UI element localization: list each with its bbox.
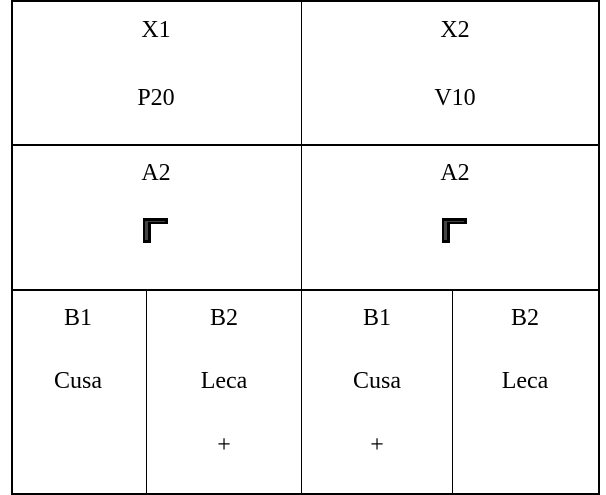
column-divider-right-sub bbox=[452, 289, 453, 495]
cell-header-b1-left: B1 bbox=[63, 305, 93, 331]
row-divider-2 bbox=[11, 289, 600, 291]
cell-value-cusa-right: Cusa bbox=[353, 368, 401, 394]
table-border-left bbox=[11, 0, 13, 495]
cell-header-b2-left: B2 bbox=[209, 305, 239, 331]
cell-value-v10: V10 bbox=[434, 85, 476, 111]
column-divider-left-sub bbox=[146, 289, 147, 495]
cell-plus-right: + bbox=[370, 432, 384, 458]
cell-value-p20: P20 bbox=[137, 85, 175, 111]
column-divider-center bbox=[301, 0, 302, 495]
table-border-top bbox=[11, 0, 600, 2]
cell-header-a2-left: A2 bbox=[141, 160, 171, 186]
cell-value-leca-left: Leca bbox=[200, 368, 248, 394]
row-divider-1 bbox=[11, 144, 600, 146]
table-border-bottom bbox=[11, 493, 600, 495]
cell-header-x1: X1 bbox=[141, 17, 171, 43]
cell-header-a2-right: A2 bbox=[440, 160, 470, 186]
corner-bracket-icon-svg bbox=[442, 218, 467, 243]
corner-bracket-icon-svg bbox=[143, 218, 168, 243]
cell-value-cusa-left: Cusa bbox=[54, 368, 102, 394]
cell-header-b1-right: B1 bbox=[362, 305, 392, 331]
corner-bracket-icon bbox=[441, 216, 469, 249]
layout-table: X1 P20 X2 V10 A2 A2 B1 Cusa B2 Leca + B1… bbox=[11, 0, 600, 495]
cell-header-x2: X2 bbox=[440, 17, 470, 43]
cell-value-leca-right: Leca bbox=[501, 368, 549, 394]
cell-plus-left: + bbox=[217, 432, 231, 458]
cell-header-b2-right: B2 bbox=[510, 305, 540, 331]
corner-bracket-icon bbox=[142, 216, 170, 249]
table-border-right bbox=[598, 0, 600, 495]
